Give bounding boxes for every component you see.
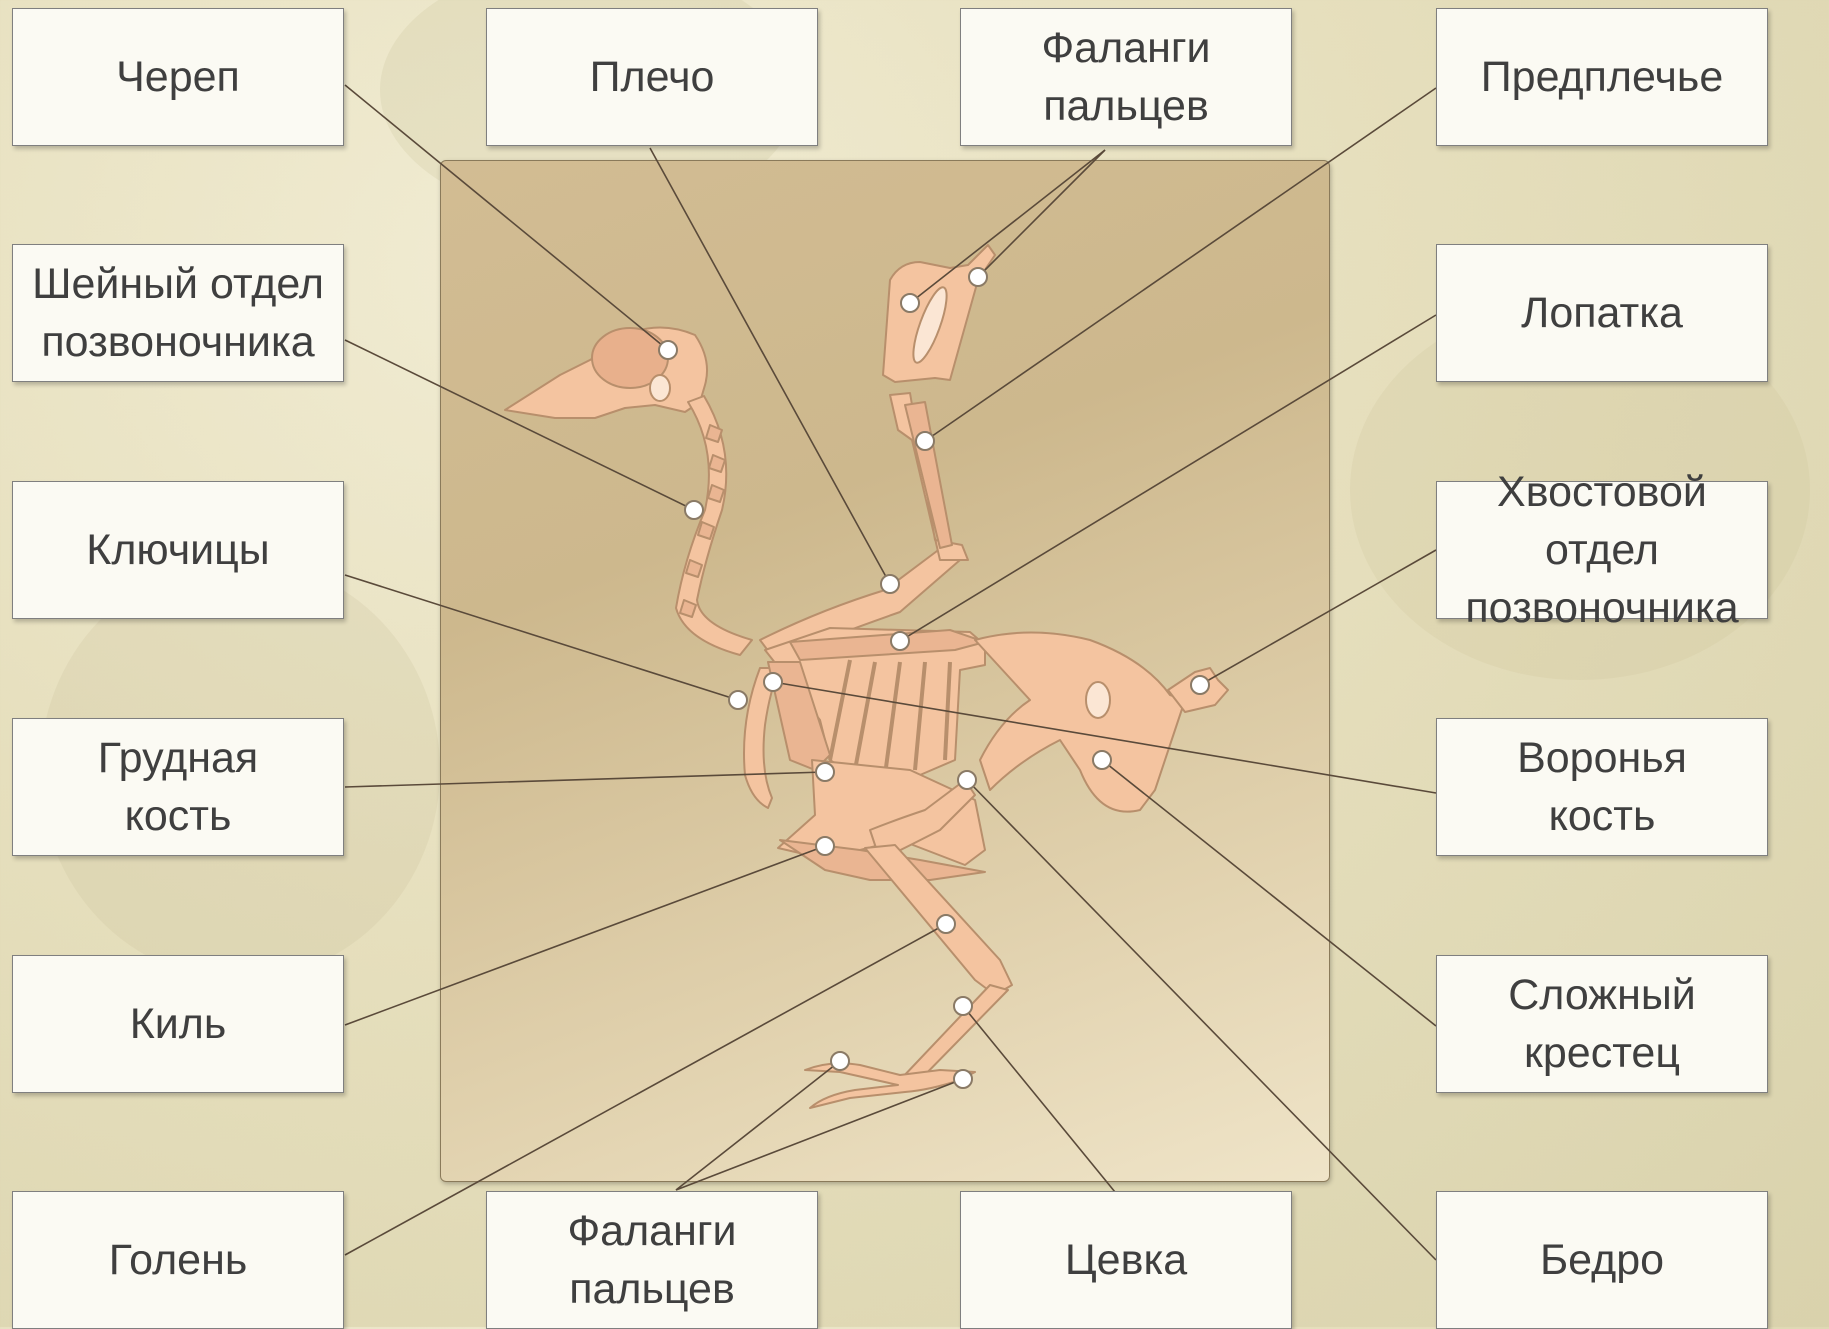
marker-skull	[659, 341, 677, 359]
label-coracoid[interactable]: Воронья кость	[1436, 718, 1768, 856]
label-keel[interactable]: Киль	[12, 955, 344, 1093]
label-humerus[interactable]: Плечо	[486, 8, 818, 146]
label-scapula-text: Лопатка	[1521, 284, 1683, 342]
label-tarsus[interactable]: Цевка	[960, 1191, 1292, 1329]
marker-synsacrum	[1093, 751, 1111, 769]
marker-wing-phalanges-b	[969, 268, 987, 286]
label-wing-phalanges-text: Фаланги пальцев	[1041, 19, 1210, 135]
label-humerus-text: Плечо	[590, 48, 715, 106]
marker-keel	[816, 837, 834, 855]
leader-line-keel	[345, 846, 825, 1025]
pelvic-foramen	[1086, 682, 1110, 718]
forearm-ulna	[905, 402, 952, 548]
label-cervical-spine[interactable]: Шейный отдел позвоночника	[12, 244, 344, 382]
marker-tarsus	[954, 997, 972, 1015]
marker-clavicles	[729, 691, 747, 709]
label-wing-phalanges[interactable]: Фаланги пальцев	[960, 8, 1292, 146]
label-foot-phalanges-text: Фаланги пальцев	[567, 1202, 736, 1318]
marker-femur	[958, 771, 976, 789]
label-skull-text: Череп	[116, 48, 240, 106]
label-skull[interactable]: Череп	[12, 8, 344, 146]
label-synsacrum-text: Сложный крестец	[1508, 966, 1696, 1082]
label-foot-phalanges[interactable]: Фаланги пальцев	[486, 1191, 818, 1329]
label-tibia[interactable]: Голень	[12, 1191, 344, 1329]
marker-coracoid	[764, 673, 782, 691]
synsacrum-bone	[975, 633, 1185, 812]
label-keel-text: Киль	[130, 995, 227, 1053]
marker-foot-phalanges-b	[954, 1070, 972, 1088]
leader-line-tarsus	[963, 1006, 1115, 1192]
leader-line-femur	[967, 780, 1436, 1260]
label-sternum-text: Грудная кость	[98, 729, 258, 845]
marker-forearm	[916, 432, 934, 450]
bird-skeleton	[505, 245, 1228, 1108]
marker-humerus	[881, 575, 899, 593]
label-clavicles-text: Ключицы	[86, 521, 269, 579]
eye-socket	[650, 375, 670, 401]
label-tibia-text: Голень	[109, 1231, 248, 1289]
leader-line-synsacrum	[1102, 760, 1436, 1026]
marker-foot-phalanges-a	[831, 1052, 849, 1070]
label-caudal-spine-text: Хвостовой отдел позвоночника	[1441, 463, 1763, 637]
marker-scapula	[891, 632, 909, 650]
marker-cervical	[685, 501, 703, 519]
leader-line-wing-phalanges-a	[910, 150, 1105, 303]
label-sternum[interactable]: Грудная кость	[12, 718, 344, 856]
marker-sternum	[816, 763, 834, 781]
label-forearm-text: Предплечье	[1481, 48, 1723, 106]
leader-line-caudal	[1200, 550, 1436, 685]
label-cervical-spine-text: Шейный отдел позвоночника	[32, 255, 324, 371]
marker-wing-phalanges-a	[901, 294, 919, 312]
label-clavicles[interactable]: Ключицы	[12, 481, 344, 619]
label-femur[interactable]: Бедро	[1436, 1191, 1768, 1329]
foot-digits	[805, 1063, 975, 1108]
label-forearm[interactable]: Предплечье	[1436, 8, 1768, 146]
leader-line-foot-phalanges-a	[676, 1061, 840, 1190]
leader-line-scapula	[900, 315, 1436, 641]
leader-line-wing-phalanges-b	[978, 150, 1105, 277]
label-femur-text: Бедро	[1540, 1231, 1664, 1289]
label-tarsus-text: Цевка	[1065, 1231, 1187, 1289]
label-coracoid-text: Воронья кость	[1517, 729, 1687, 845]
label-scapula[interactable]: Лопатка	[1436, 244, 1768, 382]
marker-caudal	[1191, 676, 1209, 694]
marker-tibia	[937, 915, 955, 933]
label-caudal-spine[interactable]: Хвостовой отдел позвоночника	[1436, 481, 1768, 619]
label-synsacrum[interactable]: Сложный крестец	[1436, 955, 1768, 1093]
leader-line-foot-phalanges-b	[676, 1079, 963, 1190]
